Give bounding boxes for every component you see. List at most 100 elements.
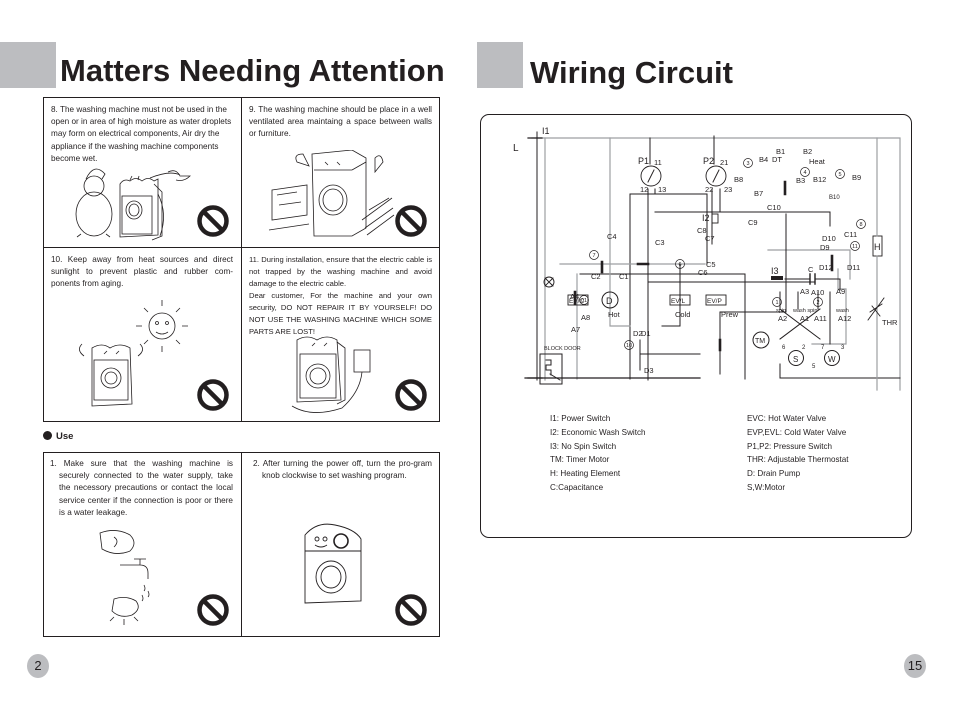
label-C2: C2 (591, 272, 601, 281)
legend-item: EVC: Hot Water Valve (747, 414, 827, 423)
label-p12: 12 (640, 185, 648, 194)
marker-01 (579, 295, 589, 305)
wire-p1-out (647, 188, 708, 381)
label-C: C (808, 265, 814, 274)
marker-4-text: 4 (803, 170, 806, 176)
circled-markers (579, 158, 866, 350)
use-item-2-text: 2. After turning the power off, turn the… (253, 459, 432, 481)
prohibited-icon (197, 205, 229, 237)
label-H: H (874, 242, 881, 252)
wiring-diagram-frame (480, 114, 912, 538)
wire-c9 (767, 249, 851, 280)
pressure-switch-p2-icon (705, 165, 727, 187)
attention-item-8: 8. The washing machine must not be used … (44, 98, 241, 247)
cold-valve-icon (669, 294, 691, 306)
label-L: L (513, 143, 519, 154)
label-p21: 21 (720, 158, 728, 167)
label-C3: C3 (655, 238, 665, 247)
label-p13: 13 (658, 185, 666, 194)
legend-right-column: EVC: Hot Water Valve EVP,EVL: Cold Water… (747, 412, 849, 495)
lamp-icon (543, 276, 555, 288)
label-D9: D9 (820, 243, 830, 252)
legend-item: I1: Power Switch (550, 414, 611, 423)
label-A2: A2 (778, 314, 787, 323)
label-D: D (606, 296, 613, 306)
economic-wash-switch-icon (711, 213, 719, 224)
marker-10 (624, 340, 634, 350)
legend-item: THR: Adjustable Thermostat (747, 455, 849, 465)
label-A1: A1 (800, 314, 809, 323)
title-accent-block-left (0, 42, 56, 88)
label-A3: A3 (800, 287, 809, 296)
label-block-door: BLOCK DOOR (544, 346, 581, 352)
attention-item-11: 11. During installation, ensure that the… (242, 248, 440, 422)
marker-8 (856, 219, 866, 229)
label-m2: 2 (802, 345, 806, 351)
use-grid: 1. Make sure that the washing machine is… (43, 452, 440, 637)
label-B12: B12 (813, 175, 826, 184)
page-title-wiring: Wiring Circuit (530, 55, 733, 90)
use-item-2: 2. After turning the power off, turn the… (242, 453, 440, 636)
attention-item-11-line-1: 11. During installation, ensure that the… (249, 255, 432, 288)
label-B8: B8 (734, 175, 743, 184)
wire-d3 (639, 339, 701, 371)
use-item-1: 1. Make sure that the washing machine is… (44, 453, 241, 636)
hot-valve-icon (567, 294, 589, 306)
label-prew: Prew (721, 310, 739, 319)
label-wash: wash (835, 308, 849, 314)
wire-main-h (654, 211, 831, 227)
marker-01-text: 01 (581, 298, 587, 304)
label-C7: C7 (705, 234, 715, 243)
marker-2 (813, 297, 823, 307)
label-p22: 22 (705, 185, 713, 194)
label-D3: D3 (644, 366, 654, 375)
motor-s-icon (788, 350, 804, 366)
marker-3-text: 3 (746, 161, 749, 167)
wire-a-switches (779, 291, 831, 345)
marker-3 (743, 158, 753, 168)
label-EVL: EV/L (671, 298, 685, 305)
legend-item: EVP,EVL: Cold Water Valve (747, 427, 847, 437)
label-I2: I2 (702, 213, 710, 223)
label-D11: D11 (847, 263, 860, 272)
legend-item: D: Drain Pump (747, 469, 801, 479)
label-m6: 6 (782, 345, 786, 351)
page-number-right: 15 (904, 654, 926, 678)
label-B9: B9 (852, 173, 861, 182)
legend-item: I3: No Spin Switch (550, 441, 617, 451)
label-C6: C6 (698, 268, 708, 277)
marker-4 (800, 167, 810, 177)
attention-item-10-text: 10. Keep away from heat sources and dire… (51, 255, 233, 289)
label-hot: Hot (608, 310, 621, 319)
title-accent-block-right (477, 42, 523, 88)
label-cold: Cold (675, 310, 690, 319)
label-p23: 23 (724, 185, 732, 194)
attention-grid: 8. The washing machine must not be used … (43, 97, 440, 422)
wire-capacitor (784, 278, 841, 291)
motor-w-icon (824, 350, 840, 366)
label-spin: spin (776, 308, 786, 314)
capacitor-icon (809, 273, 816, 285)
marker-11 (850, 241, 860, 251)
attention-item-9: 9. The washing machine should be place i… (242, 98, 440, 247)
grid-divider-vertical (241, 453, 242, 636)
wire-motor-bottom (779, 363, 901, 379)
label-D1: D1 (641, 329, 651, 338)
label-B7: B7 (754, 189, 763, 198)
attention-item-8-text: 8. The washing machine must not be used … (51, 105, 232, 163)
label-A9: A9 (836, 287, 845, 296)
label-D12: D12 (819, 263, 833, 272)
label-I3: I3 (771, 266, 779, 276)
page-title-matters: Matters Needing Attention (60, 53, 445, 88)
use-section-label: Use (56, 431, 74, 442)
marker-1-text: 1 (775, 300, 778, 306)
grid-divider-vertical (241, 98, 242, 421)
prew-valve-icon (705, 294, 727, 306)
label-B3: B3 (796, 176, 805, 185)
label-D10: D10 (822, 234, 836, 243)
label-W: W (828, 355, 836, 364)
marker-1 (772, 297, 782, 307)
timer-motor-icon (752, 331, 770, 349)
wire-pump (609, 273, 631, 327)
legend-item: P1,P2: Pressure Switch (747, 441, 833, 451)
